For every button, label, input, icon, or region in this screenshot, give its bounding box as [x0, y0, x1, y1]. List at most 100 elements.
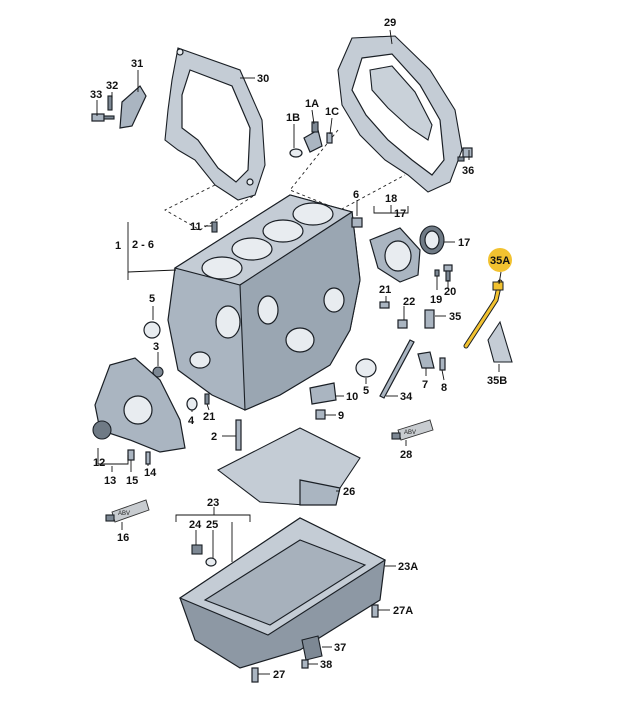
label-30: 30: [257, 73, 269, 85]
part-1b-ring: [289, 148, 303, 158]
part-4-ring: [186, 397, 198, 411]
part-21b-pin: [204, 393, 210, 405]
label-31: 31: [131, 58, 143, 70]
label-36: 36: [462, 165, 474, 177]
label-5a: 5: [149, 293, 155, 305]
label-22: 22: [403, 296, 415, 308]
part-12-seal: [92, 420, 112, 440]
part-31-cover: [119, 85, 147, 129]
part-28-sealant-tube: ABV: [391, 419, 434, 441]
label-38: 38: [320, 659, 332, 671]
label-1a: 1A: [305, 98, 319, 110]
part-5b-ring: [355, 358, 377, 378]
label-12: 12: [93, 457, 105, 469]
label-17a: 17: [394, 208, 406, 220]
tube-28-text: ABV: [404, 430, 416, 436]
label-15: 15: [126, 475, 138, 487]
part-8-bolt: [439, 357, 446, 371]
label-28: 28: [400, 449, 412, 461]
part-22-pin: [397, 319, 408, 329]
part-26-baffle: [216, 427, 361, 506]
label-21a: 21: [379, 284, 391, 296]
label-24: 24: [189, 519, 202, 531]
part-30-gasket: [164, 47, 266, 201]
label-27a: 27A: [393, 605, 413, 617]
part-9-bolt: [315, 409, 326, 420]
part-34-stud: [379, 339, 415, 399]
label-5b: 5: [363, 385, 369, 397]
part-17-oil-seal: [419, 225, 445, 255]
label-27: 27: [273, 669, 285, 681]
part-37-sensor: [301, 635, 323, 661]
part-7-bracket: [417, 351, 435, 369]
part-16-sealant-tube: ABV: [105, 499, 150, 523]
label-6: 6: [353, 189, 359, 201]
part-35-bolt: [424, 309, 435, 329]
part-29-gasket: [337, 35, 463, 193]
label-21b: 21: [203, 411, 215, 423]
label-10: 10: [346, 391, 358, 403]
label-4: 4: [188, 415, 195, 427]
part-35b-bracket: [487, 320, 513, 363]
label-32: 32: [106, 80, 118, 92]
part-6-plug: [351, 217, 363, 228]
label-1b: 1B: [286, 112, 300, 124]
label-34: 34: [400, 391, 413, 403]
callout-labels: 29 30 31 32 33 1A 1B 1C 36 6 18 17 17 11…: [90, 17, 512, 681]
part-35a-dipstick-tube: [463, 279, 504, 349]
highlight-35a-badge: [488, 248, 512, 272]
part-20-bolt: [443, 264, 453, 282]
part-11-pin: [211, 221, 218, 233]
label-1: 1: [115, 240, 121, 252]
label-2: 2: [211, 431, 217, 443]
label-14: 14: [144, 467, 157, 479]
part-38-bolt: [301, 659, 309, 669]
label-23a: 23A: [398, 561, 418, 573]
part-21-pin: [379, 301, 390, 309]
label-29: 29: [384, 17, 396, 29]
label-16: 16: [117, 532, 129, 544]
label-19: 19: [430, 294, 442, 306]
leader-lines: [96, 29, 502, 675]
part-27a-bolt: [371, 604, 379, 618]
part-10-bracket: [309, 382, 337, 405]
label-35a: 35A: [490, 255, 510, 267]
part-24-plug: [191, 544, 203, 555]
label-37: 37: [334, 642, 346, 654]
part-33-bolt: [91, 113, 115, 122]
label-17b: 17: [458, 237, 470, 249]
label-25: 25: [206, 519, 218, 531]
label-3: 3: [153, 341, 159, 353]
tube-16-text: ABV: [118, 511, 130, 517]
label-20: 20: [444, 286, 456, 298]
label-11: 11: [190, 221, 202, 233]
engine-block: [167, 194, 361, 411]
label-35: 35: [449, 311, 461, 323]
part-18-seal-flange: [369, 227, 421, 283]
part-13-front-cover: [94, 357, 186, 453]
label-8: 8: [441, 382, 447, 394]
part-15-bolt: [127, 449, 135, 461]
label-9: 9: [338, 410, 344, 422]
label-1c: 1C: [325, 106, 339, 118]
part-5a-ring: [143, 321, 161, 339]
part-3-plug: [152, 366, 164, 378]
label-35b: 35B: [487, 375, 507, 387]
label-33: 33: [90, 89, 102, 101]
part-14-bolt: [145, 451, 151, 465]
part-27-bolt: [251, 667, 259, 683]
part-19-pin: [434, 269, 440, 277]
label-2-6: 2 - 6: [132, 239, 154, 251]
part-1c-bolt: [326, 132, 333, 144]
label-7: 7: [422, 379, 428, 391]
label-18: 18: [385, 193, 397, 205]
part-25-washer: [205, 557, 217, 567]
part-23a-oil-pan: [178, 517, 387, 669]
label-23: 23: [207, 497, 219, 509]
label-26: 26: [343, 486, 355, 498]
part-1a-sensor: [303, 121, 323, 153]
label-13: 13: [104, 475, 116, 487]
part-36-bolt: [457, 147, 473, 162]
part-2-bolt: [235, 419, 242, 451]
